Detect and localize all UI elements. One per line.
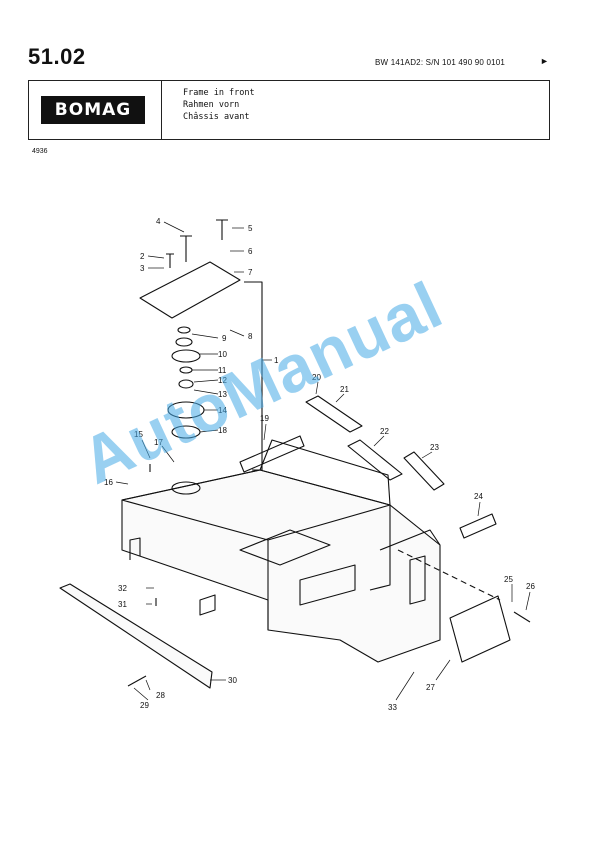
callout-6: 6 <box>248 247 253 256</box>
block-24 <box>459 513 497 539</box>
callout-26: 26 <box>526 582 535 591</box>
callout-labels: 1 2 3 4 5 6 7 8 9 10 11 12 13 14 15 16 1… <box>104 217 535 712</box>
callout-7: 7 <box>248 268 253 277</box>
callout-19: 19 <box>260 414 269 423</box>
callout-32: 32 <box>118 584 127 593</box>
serial-arrow-icon: ► <box>540 56 549 66</box>
main-frame-drawing <box>121 439 441 663</box>
callout-23: 23 <box>430 443 439 452</box>
title-fr: Châssis avant <box>183 112 250 122</box>
brand-logo-text: BOMAG <box>54 100 132 120</box>
callout-17: 17 <box>154 438 163 447</box>
callout-2: 2 <box>140 252 145 261</box>
serial-number: BW 141AD2: S/N 101 490 90 0101 <box>375 58 506 67</box>
callout-29: 29 <box>140 701 149 710</box>
callout-1: 1 <box>274 356 279 365</box>
callout-27: 27 <box>426 683 435 692</box>
callout-12: 12 <box>218 376 227 385</box>
brand-cell: BOMAG <box>29 81 162 139</box>
bolts <box>127 219 531 687</box>
callout-10: 10 <box>218 350 227 359</box>
callout-16: 16 <box>104 478 113 487</box>
rail-23 <box>403 451 445 491</box>
callout-25: 25 <box>504 575 513 584</box>
callout-33: 33 <box>388 703 397 712</box>
callout-11: 11 <box>218 366 227 375</box>
callout-13: 13 <box>218 390 227 399</box>
callout-31: 31 <box>118 600 127 609</box>
title-de: Rahmen vorn <box>183 100 240 110</box>
brand-logo: BOMAG <box>41 96 145 124</box>
dashed-line <box>397 549 501 601</box>
rail-22 <box>347 439 403 481</box>
callout-30: 30 <box>228 676 237 685</box>
callout-15: 15 <box>134 430 143 439</box>
rail-21 <box>305 395 363 433</box>
title-cell: Frame in front Rahmen vorn Châssis avant <box>183 87 255 123</box>
callout-4: 4 <box>156 217 161 226</box>
callout-28: 28 <box>156 691 165 700</box>
title-en: Frame in front <box>183 88 255 98</box>
callout-22: 22 <box>380 427 389 436</box>
callout-8: 8 <box>248 332 253 341</box>
bracket-1 <box>244 281 263 471</box>
page-number: 51.02 <box>28 44 86 69</box>
doc-ref: 4936 <box>32 148 48 155</box>
callout-14: 14 <box>218 406 227 415</box>
callout-24: 24 <box>474 492 483 501</box>
mounting-plate <box>139 261 241 319</box>
callout-20: 20 <box>312 373 321 382</box>
side-beam <box>59 583 213 689</box>
callout-18: 18 <box>218 426 227 435</box>
cover-plate <box>449 595 511 663</box>
callout-5: 5 <box>248 224 253 233</box>
support-rail-19 <box>239 435 305 473</box>
header-box: BOMAG Frame in front Rahmen vorn Châssis… <box>28 80 550 140</box>
callout-leaders <box>115 221 531 701</box>
callout-21: 21 <box>340 385 349 394</box>
callout-9: 9 <box>222 334 227 343</box>
callout-3: 3 <box>140 264 145 273</box>
